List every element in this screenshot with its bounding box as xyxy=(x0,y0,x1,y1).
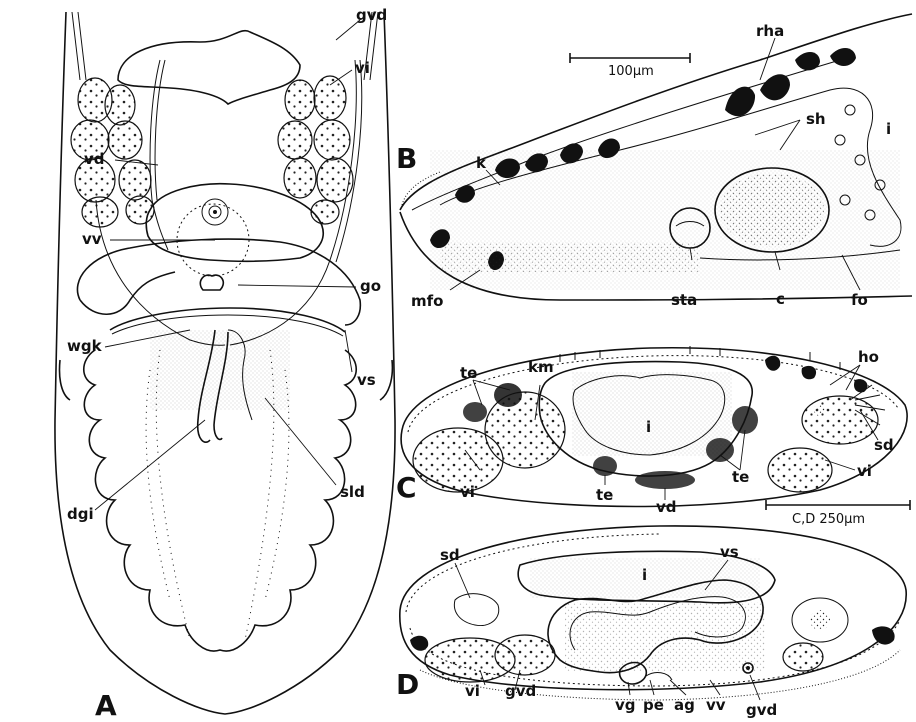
label-c-ho: ho xyxy=(858,348,879,366)
label-c-te-bottom-right: te xyxy=(732,468,749,486)
label-c-km: km xyxy=(528,358,554,376)
label-a-wgk: wgk xyxy=(67,337,103,355)
label-a-go: go xyxy=(360,277,381,295)
label-b-c: c xyxy=(776,290,785,308)
label-d-vg: vg xyxy=(615,696,636,714)
label-c-vi-left: vi xyxy=(460,483,475,501)
label-b-mfo: mfo xyxy=(411,292,443,310)
label-c-sd: sd xyxy=(874,436,894,454)
label-c-te-top: te xyxy=(460,364,477,382)
label-d-gvd-left: gvd xyxy=(505,682,536,700)
label-d-ag: ag xyxy=(674,696,695,714)
label-a-sld: sld xyxy=(340,483,365,501)
label-a-dgi: dgi xyxy=(67,505,94,523)
panel-label-a: A xyxy=(95,689,117,722)
scale-label-cd: C,D 250μm xyxy=(792,512,865,527)
label-b-sta: sta xyxy=(671,291,697,309)
label-a-vi: vi xyxy=(355,59,370,77)
label-b-rha: rha xyxy=(756,22,784,40)
panel-label-b: B xyxy=(396,142,417,175)
label-d-sd: sd xyxy=(440,546,460,564)
label-d-vi: vi xyxy=(465,682,480,700)
scale-label-b: 100μm xyxy=(608,64,654,79)
label-b-sh: sh xyxy=(806,110,826,128)
label-b-i: i xyxy=(886,120,891,138)
a-genital-opening xyxy=(200,275,223,290)
label-a-gvd: gvd xyxy=(356,6,387,24)
label-b-fo: fo xyxy=(851,291,868,309)
panel-a-drawing xyxy=(55,12,395,714)
label-c-vi-right: vi xyxy=(857,462,872,480)
label-d-gvd-right: gvd xyxy=(746,701,777,719)
panel-label-c: C xyxy=(396,471,417,504)
label-a-vd: vd xyxy=(84,150,105,168)
label-b-k: k xyxy=(476,154,487,172)
panel-d-drawing xyxy=(400,526,906,700)
a-anterior-cap xyxy=(118,31,300,104)
label-d-pe: pe xyxy=(643,696,664,714)
label-c-i: i xyxy=(646,418,651,436)
panel-c-drawing xyxy=(401,346,910,510)
label-d-vv: vv xyxy=(706,696,726,714)
label-d-vs: vs xyxy=(720,543,739,561)
a-vitellarium-right xyxy=(278,76,353,224)
label-a-vs: vs xyxy=(357,371,376,389)
label-c-te-bottom-left: te xyxy=(596,486,613,504)
label-a-vv: vv xyxy=(82,230,102,248)
panel-label-d: D xyxy=(396,668,419,701)
label-d-i: i xyxy=(642,566,647,584)
label-c-vd: vd xyxy=(656,498,677,516)
